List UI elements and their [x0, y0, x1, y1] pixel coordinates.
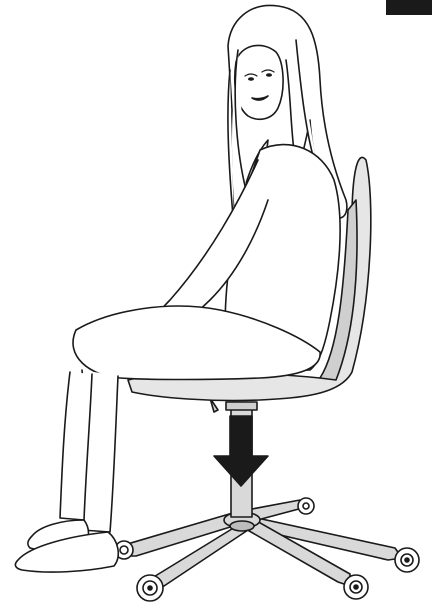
arrow-down-icon — [214, 416, 268, 486]
caster-wheel — [298, 498, 314, 514]
column-collar — [226, 402, 257, 410]
seated-girl — [15, 5, 347, 572]
caster-wheel — [344, 575, 368, 599]
caster-wheel — [137, 575, 163, 601]
caster-wheel — [395, 548, 419, 572]
